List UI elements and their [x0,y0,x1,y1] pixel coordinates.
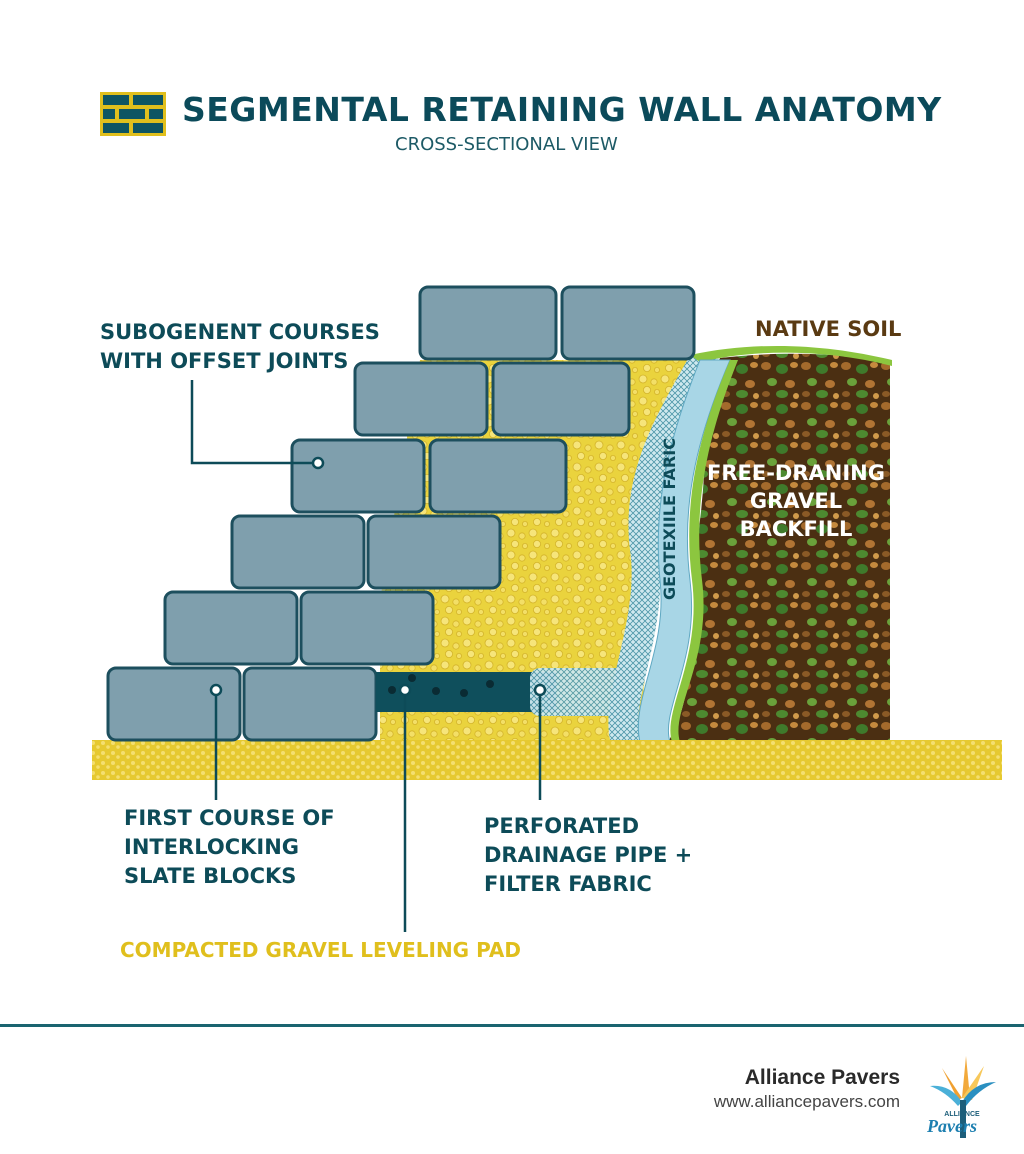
first-course-line-2: INTERLOCKING [124,835,300,859]
first-course-line-3: SLATE BLOCKS [124,864,297,888]
leader-dots [209,456,547,697]
alliance-pavers-logo: ALLIANCE Pavers [926,1056,996,1138]
native-soil-label: NATIVE SOIL [755,317,902,341]
drain-pipe-label: PERFORATED DRAINAGE PIPE + FILTER FABRIC [484,812,692,899]
courses-line-2: WITH OFFSET JOINTS [100,349,349,373]
backfill-line-3: BACKFILL [740,517,853,541]
wall-blocks [106,285,696,742]
courses-label: SUBOGENENT COURSES WITH OFFSET JOINTS [100,318,380,376]
footer-divider [0,1024,1024,1027]
brand-url[interactable]: www.alliancepavers.com [713,1092,900,1111]
first-course-label: FIRST COURSE OF INTERLOCKING SLATE BLOCK… [124,804,335,891]
geotextile-label: GEOTEXIILE FARIC [660,438,679,600]
backfill-label: FREE-DRANING GRAVEL BACKFILL [707,461,885,541]
courses-line-1: SUBOGENENT COURSES [100,320,380,344]
soil-edge [670,360,738,742]
geotextile-mesh [608,355,720,740]
drain-pipe-line-3: FILTER FABRIC [484,872,652,896]
drain-pipe-line-1: PERFORATED [484,814,639,838]
brand-name: Alliance Pavers [744,1066,900,1089]
grass-line [690,345,892,366]
leader-lines [190,380,542,932]
logo-top-text: ALLIANCE [944,1111,980,1118]
first-course-line-1: FIRST COURSE OF [124,806,335,830]
page-title: SEGMENTAL RETAINING WALL ANATOMY [182,90,942,129]
filter-fabric [530,668,630,716]
leveling-pad [92,740,1002,780]
leveling-pad-label: COMPACTED GRAVEL LEVELING PAD [120,938,521,962]
backfill-line-2: GRAVEL [750,489,842,513]
soil-backfill [668,353,890,742]
pipe-perforations [388,674,494,697]
drain-pipe-line-2: DRAINAGE PIPE + [484,843,693,867]
backfill-line-1: FREE-DRANING [707,461,885,485]
page-subtitle: CROSS-SECTIONAL VIEW [395,134,618,155]
logo-word-text: Pavers [926,1116,977,1136]
brick-wall-icon [100,92,166,136]
